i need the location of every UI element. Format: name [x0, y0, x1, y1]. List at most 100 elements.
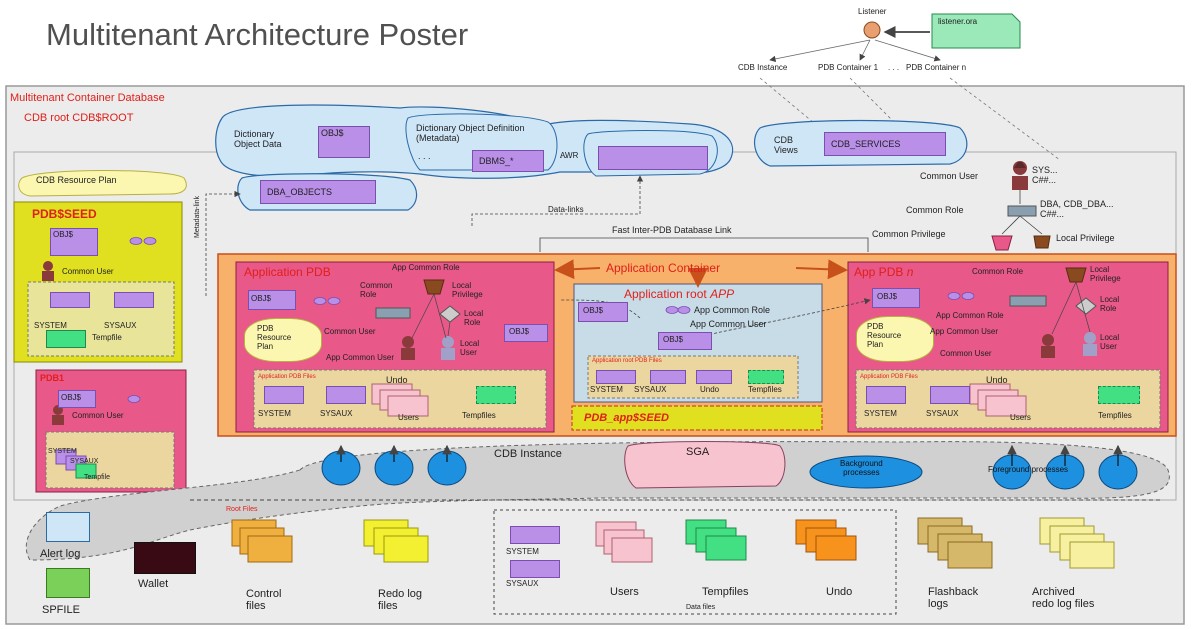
seed-sysaux-box: [114, 292, 154, 308]
foreground-processes-label: Foreground processes: [988, 465, 1069, 474]
spfile-label: SPFILE: [42, 604, 80, 616]
control-files-icon: [231, 519, 293, 563]
listener-file: listener.ora: [938, 17, 978, 26]
app-root-files-label: Application root PDB Files: [592, 358, 662, 364]
app-pdb-n-tempfiles-label: Tempfiles: [1098, 411, 1132, 420]
seed-objs-box: OBJ$: [50, 228, 98, 256]
sys-users: SYS... C##...: [1032, 165, 1058, 185]
listener-target-dots: . . .: [888, 63, 900, 72]
app-pdb-n-system-label: SYSTEM: [864, 409, 897, 418]
cdb-instance-label: CDB Instance: [494, 448, 562, 460]
df-sysaux-label: SYSAUX: [506, 579, 539, 588]
app-pdb-sysaux-label: SYSAUX: [320, 409, 353, 418]
app-root-objs-box: OBJ$: [578, 302, 628, 322]
app-pdb-system-label: SYSTEM: [258, 409, 291, 418]
app-pdb-n-sysaux-box: [930, 386, 970, 404]
seed-common-user: Common User: [62, 267, 114, 276]
app-root-objs-label: OBJ$: [583, 306, 604, 315]
seed-tempfile-label: Tempfile: [92, 333, 122, 342]
app-pdb-n-common-user: Common User: [940, 349, 992, 358]
app-pdb-local-user: Local User: [460, 339, 480, 357]
app-pdb-n-tempfiles-box: [1098, 386, 1140, 404]
app-pdb-local-privilege: Local Privilege: [452, 281, 483, 299]
awr-label: AWR: [560, 151, 579, 160]
df-tempfiles-label: Tempfiles: [702, 586, 749, 598]
app-pdb-n-label: App PDB n: [854, 265, 913, 279]
redo-log-files-icon: [363, 519, 429, 563]
app-pdb-n-app-common-role: App Common Role: [936, 311, 1004, 320]
app-root-undo-label: Undo: [700, 385, 720, 394]
app-pdb-n-objs-box: OBJ$: [872, 288, 920, 308]
root-files-label: Root Files: [226, 506, 258, 513]
app-pdb-objs2-label: OBJ$: [509, 327, 530, 336]
common-user-label: Common User: [920, 171, 979, 181]
app-root-system-box: [596, 370, 636, 384]
seed-label: PDB$SEED: [32, 207, 97, 221]
app-pdb-tempfiles-label: Tempfiles: [462, 411, 496, 420]
wallet-icon: [134, 542, 196, 574]
app-root-app-common-user: App Common User: [690, 319, 767, 329]
listener-target-pdb1: PDB Container 1: [818, 63, 879, 72]
alert-log-icon: [46, 512, 90, 542]
common-privilege-label: Common Privilege: [872, 229, 946, 239]
df-undo-label: Undo: [826, 586, 853, 598]
pdb1-system-label: SYSTEM: [48, 448, 77, 455]
app-pdb-n-users-label: Users: [1010, 413, 1031, 422]
dictionary-object-data: Dictionary Object Data: [234, 129, 282, 149]
app-pdb-n-common-role: Common Role: [972, 267, 1024, 276]
dict-dots-2: . . .: [560, 151, 572, 160]
spfile-icon: [46, 568, 90, 598]
app-pdb-resource-plan-blob: PDB Resource Plan: [244, 318, 322, 362]
app-root-tempfiles-label: Tempfiles: [748, 385, 782, 394]
app-pdb-n-sysaux-label: SYSAUX: [926, 409, 959, 418]
cdb-resource-plan: CDB Resource Plan: [36, 175, 117, 185]
app-pdb-n-files-label: Application PDB Files: [860, 374, 918, 380]
cdb-services-label: CDB_SERVICES: [831, 139, 901, 149]
dbms-label: DBMS_*: [479, 156, 514, 166]
app-pdb-files-label: Application PDB Files: [258, 374, 316, 380]
dict-dots: . . .: [418, 151, 431, 161]
app-root-label-em: APP: [710, 287, 735, 301]
pdb1-tempfile-label: Tempfile: [84, 474, 111, 481]
cdb-views: CDB Views: [774, 135, 798, 155]
app-pdb-objs-label: OBJ$: [251, 294, 272, 303]
app-pdb-app-common-user: App Common User: [326, 353, 395, 362]
app-pdb-common-role: Common Role: [360, 281, 393, 299]
listener-target-cdb: CDB Instance: [738, 63, 788, 72]
seed-system-label: SYSTEM: [34, 321, 67, 330]
objs-label: OBJ$: [321, 128, 344, 138]
pdb1-objs-box: OBJ$: [58, 390, 96, 408]
local-privilege-label: Local Privilege: [1056, 233, 1115, 243]
seed-tempfile-box: [46, 330, 86, 348]
app-pdb-objs-box: OBJ$: [248, 290, 296, 310]
app-pdb-n-local-user: Local User: [1100, 333, 1120, 351]
cdb-services-box: CDB_SERVICES: [824, 132, 946, 156]
app-pdb-resource-plan: PDB Resource Plan: [257, 324, 292, 351]
background-processes-label: Background processes: [840, 459, 883, 477]
app-pdb-objs2-box: OBJ$: [504, 324, 548, 342]
redo-log-files-label: Redo log files: [378, 588, 423, 613]
app-pdb-label: Application PDB: [244, 265, 331, 279]
app-root-label: Application root APP: [624, 287, 735, 301]
app-pdb-system-box: [264, 386, 304, 404]
objs-dictionary-box: OBJ$: [318, 126, 370, 158]
app-pdb-users-label: Users: [398, 413, 419, 422]
awr-box: [598, 146, 708, 170]
listener-target-pdbn: PDB Container n: [906, 63, 967, 72]
fast-link-label: Fast Inter-PDB Database Link: [612, 225, 732, 235]
app-pdb-n-app-common-user: App Common User: [930, 327, 999, 336]
app-pdb-common-user: Common User: [324, 327, 376, 336]
df-system-label: SYSTEM: [506, 547, 539, 556]
seed-objs-label: OBJ$: [53, 230, 74, 239]
metadata-link-label: Metadata-link: [194, 195, 201, 238]
df-users-label: Users: [610, 586, 639, 598]
dictionary-object-definition: Dictionary Object Definition (Metadata): [416, 123, 525, 143]
app-pdb-n-resource-plan-blob: PDB Resource Plan: [856, 316, 934, 362]
app-root-app-common-role: App Common Role: [694, 305, 771, 315]
app-root-undo-box: [696, 370, 732, 384]
app-root-sysaux-label: SYSAUX: [634, 385, 667, 394]
app-pdb-n-system-box: [866, 386, 906, 404]
data-links-label: Data-links: [548, 205, 584, 214]
app-pdb-n-local-role: Local Role: [1100, 295, 1120, 313]
